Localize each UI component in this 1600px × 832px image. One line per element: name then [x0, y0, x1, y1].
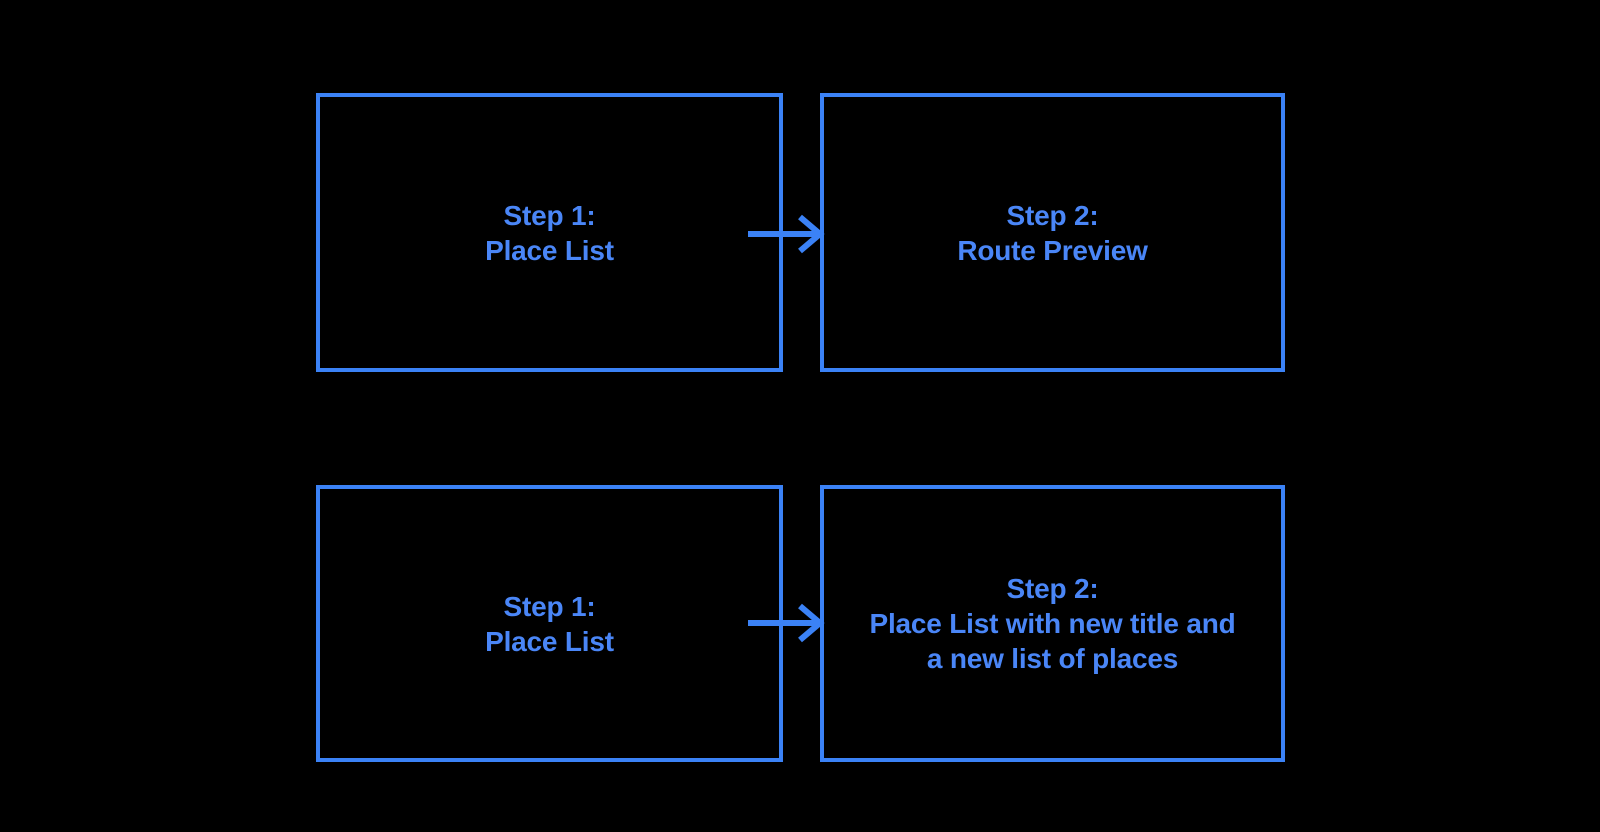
step-box-label: Step 2: Place List with new title and a … [869, 573, 1236, 674]
step-box-row1-step2[interactable]: Step 2: Place List with new title and a … [820, 485, 1285, 762]
flow-row-route-preview: Step 1: Place List Step 2: Route Preview [0, 93, 1600, 372]
step-box-row1-step1[interactable]: Step 1: Place List [316, 485, 783, 762]
step-box-label: Step 2: Route Preview [957, 199, 1148, 266]
step-box-label: Step 1: Place List [485, 590, 614, 657]
step-box-row0-step2[interactable]: Step 2: Route Preview [820, 93, 1285, 372]
step-box-label: Step 1: Place List [485, 199, 614, 266]
flow-row-place-list-update: Step 1: Place List Step 2: Place List wi… [0, 485, 1600, 762]
step-box-row0-step1[interactable]: Step 1: Place List [316, 93, 783, 372]
